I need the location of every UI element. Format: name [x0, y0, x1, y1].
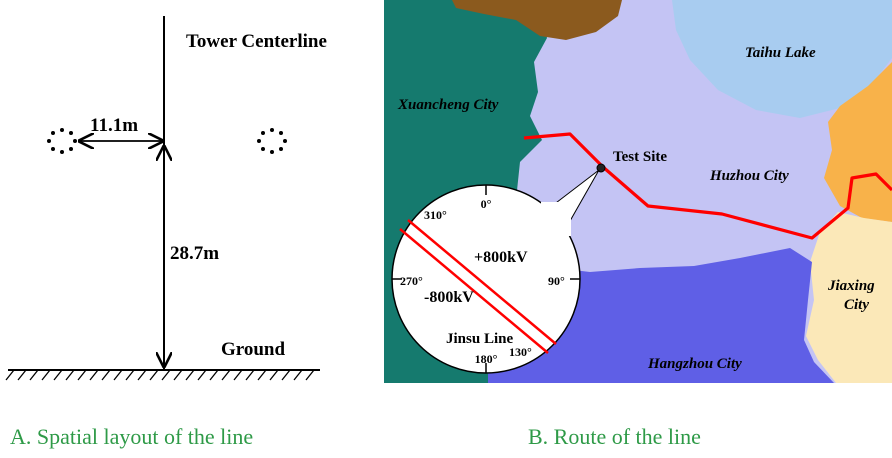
positive-pole-label: +800kV	[474, 249, 528, 266]
jinsu-line-label: Jinsu Line	[446, 331, 513, 347]
jiaxing-city-label-line2: City	[844, 297, 869, 313]
panel-a-spatial-layout: Tower Centerline 11.1m 28.7m Ground	[5, 16, 327, 381]
panel-b-route-map: Taihu Lake Xuancheng City Huzhou City Ji…	[384, 0, 892, 383]
hangzhou-city-label: Hangzhou City	[647, 356, 742, 372]
inset-deg-0: 0°	[481, 197, 492, 211]
inset-ticks	[392, 185, 580, 373]
jiaxing-city-label-line1: Jiaxing	[827, 278, 875, 294]
jiaxing-region	[806, 212, 892, 383]
panel-b-caption: B. Route of the line	[528, 424, 701, 449]
xuancheng-city-label: Xuancheng City	[397, 97, 499, 113]
orange-region	[824, 62, 892, 222]
inset-deg-180: 180°	[475, 352, 498, 366]
ground-hatching	[5, 369, 315, 381]
left-conductor-bundle	[47, 128, 77, 154]
negative-pole-label: -800kV	[424, 289, 474, 306]
taihu-lake-label: Taihu Lake	[745, 45, 816, 61]
panel-a-caption: A. Spatial layout of the line	[10, 424, 254, 449]
inset-deg-90: 90°	[548, 274, 565, 288]
height-label: 28.7m	[170, 243, 219, 264]
route-line	[523, 132, 892, 240]
brown-region	[452, 0, 622, 40]
horizontal-distance-label: 11.1m	[90, 115, 138, 136]
inset-deg-130: 130°	[509, 345, 532, 359]
inset-deg-270: 270°	[400, 274, 423, 288]
inset-deg-310: 310°	[424, 208, 447, 222]
huzhou-city-label: Huzhou City	[709, 168, 789, 184]
inset-circle: 0° 180° 270° 90° 310° 130° +800kV -800kV…	[391, 184, 581, 374]
taihu-lake-region	[672, 0, 892, 118]
ground-label: Ground	[221, 339, 286, 360]
inset-line-conductors	[399, 219, 557, 354]
test-site-label: Test Site	[613, 149, 667, 165]
callout-seam-cover	[541, 202, 571, 236]
right-conductor-bundle	[257, 128, 287, 154]
tower-centerline-label: Tower Centerline	[186, 31, 327, 52]
